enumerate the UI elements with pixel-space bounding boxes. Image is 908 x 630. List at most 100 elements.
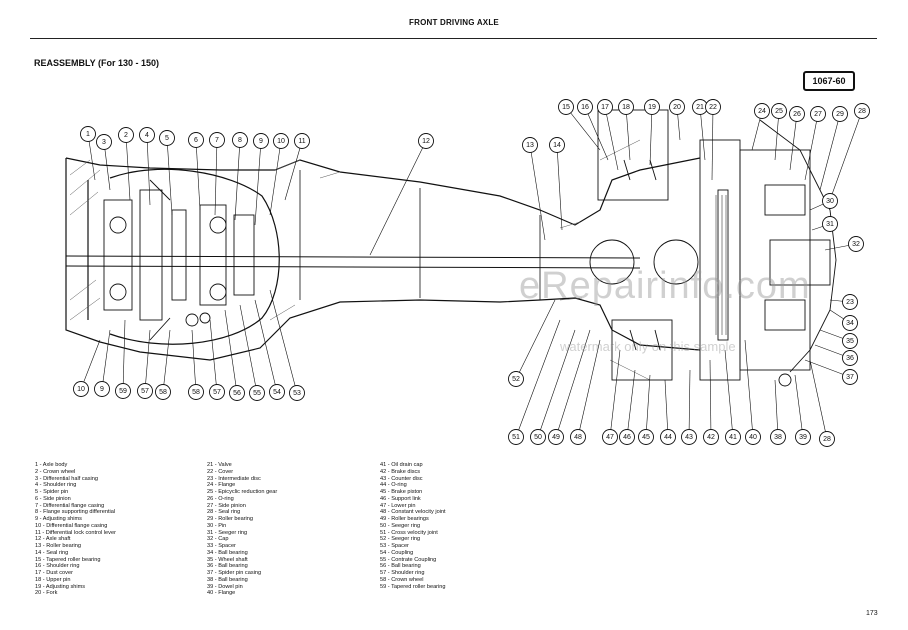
callout-number: 39 [799,434,807,441]
legend-item: 48 - Constant velocity joint [380,509,446,516]
callout-circle [771,103,787,119]
leader-line [804,113,819,181]
callout-44: 44 [660,429,676,445]
leader-line [125,134,131,201]
legend-item: 56 - Ball bearing [380,563,421,570]
leader-line [254,299,278,393]
callout-9: 9 [94,381,110,397]
legend-item: 55 - Contrate Coupling [380,556,437,563]
bearing-detail-lines [715,195,727,335]
callout-circle [638,429,654,445]
legend-item: 33 - Spacer [207,543,236,549]
callout-number: 7 [215,137,219,144]
callout-number: 59 [119,388,127,395]
callout-circle [842,315,858,331]
leader-line [234,139,241,221]
legend-item: 53 - Spacer [380,543,409,549]
callout-leader-lines [80,106,863,440]
callout-number: 6 [194,137,198,144]
callout-47: 47 [602,429,618,445]
callout-circle [118,127,134,143]
callout-38: 38 [770,429,786,445]
legend-item: 46 - Support link [380,495,421,502]
callout-circle [522,137,538,153]
callout-58: 58 [155,384,171,400]
leader-line [626,369,636,438]
callout-number: 5 [165,135,169,142]
callout-circle [644,99,660,115]
callout-number: 34 [846,320,854,327]
callout-7: 7 [209,132,225,148]
callout-circle [822,193,838,209]
legend-item: 42 - Brake discs [380,468,421,475]
callout-number: 52 [512,376,520,383]
callout-number: 28 [858,108,866,115]
leader-line [699,106,706,161]
legend-item: 38 - Ball bearing [207,576,248,583]
legend-item: 47 - Lower pin [380,502,416,509]
callout-number: 9 [100,386,104,393]
callout-number: 20 [673,104,681,111]
callout-circle [159,130,175,146]
callout-number: 41 [729,434,737,441]
callout-27: 27 [810,106,826,122]
callout-circle [789,106,805,122]
callout-circle [770,429,786,445]
callout-23: 23 [842,294,858,310]
callout-circle [745,429,761,445]
legend-item: 49 - Roller bearings [380,516,429,522]
callout-52: 52 [508,371,524,387]
header-rule [30,38,877,39]
callout-number: 3 [102,139,106,146]
legend-item: 8 - Flange supporting differential [35,509,116,516]
callout-number: 10 [77,386,85,393]
callout-circle [289,385,305,401]
callout-17: 17 [597,99,613,115]
callout-circle [232,132,248,148]
callout-number: 50 [534,434,542,441]
callout-circle [188,132,204,148]
callout-number: 57 [141,388,149,395]
callout-circle [681,429,697,445]
legend-item: 44 - O-ring [380,482,407,489]
leader-line [774,110,780,161]
callout-28: 28 [819,431,835,447]
legend-item: 12 - Axle shaft [35,536,71,543]
legend-item: 23 - Intermediate disc [207,475,261,482]
callout-59: 59 [115,383,131,399]
callout-number: 9 [259,138,263,145]
leader-line [711,106,714,181]
callout-number: 28 [823,436,831,443]
callout-number: 25 [775,108,783,115]
callout-circle [619,429,635,445]
legend-item: 51 - Cross velocity joint [380,529,438,536]
legend-item: 52 - Seeger ring [380,536,421,543]
callout-circle [822,216,838,232]
leader-line [774,379,779,438]
callout-number: 29 [836,111,844,118]
page-number: 173 [866,610,878,617]
legend-item: 45 - Brake piston [380,489,423,495]
leader-line [645,374,651,438]
callout-circle [137,383,153,399]
leader-line [794,374,804,438]
callout-circle [810,106,826,122]
callout-3: 3 [96,134,112,150]
leader-line [744,339,754,438]
axle-body-outline [65,157,701,361]
callout-circle [602,429,618,445]
callout-circle [558,99,574,115]
leader-line [688,369,691,438]
legend-item: 20 - Fork [35,590,58,597]
callout-number: 37 [846,374,854,381]
legend-item: 16 - Shoulder ring [35,563,80,570]
leader-line [239,304,258,394]
callout-5: 5 [159,130,175,146]
callout-circle [618,99,634,115]
leader-line [214,139,218,216]
callout-number: 54 [273,389,281,396]
callout-number: 13 [526,142,534,149]
leader-line [162,329,171,393]
legend-item: 13 - Roller bearing [35,543,82,549]
